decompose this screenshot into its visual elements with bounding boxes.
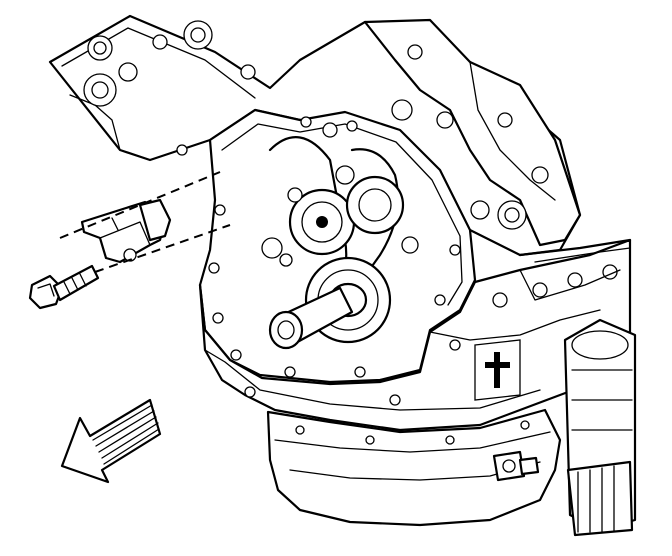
front-of-vehicle-arrow bbox=[60, 398, 162, 484]
crankshaft-position-sensor bbox=[80, 198, 172, 264]
accessory-bracket bbox=[518, 238, 632, 263]
timing-drive bbox=[268, 122, 419, 292]
bolt-alignment-line bbox=[94, 224, 231, 273]
crankshaft-nose bbox=[261, 237, 392, 350]
cylinder-head-right bbox=[363, 18, 582, 247]
engine-block bbox=[198, 238, 632, 432]
sensor-mounting-bolt bbox=[28, 264, 100, 310]
oil-pan bbox=[266, 408, 562, 527]
oil-filter bbox=[563, 318, 637, 537]
